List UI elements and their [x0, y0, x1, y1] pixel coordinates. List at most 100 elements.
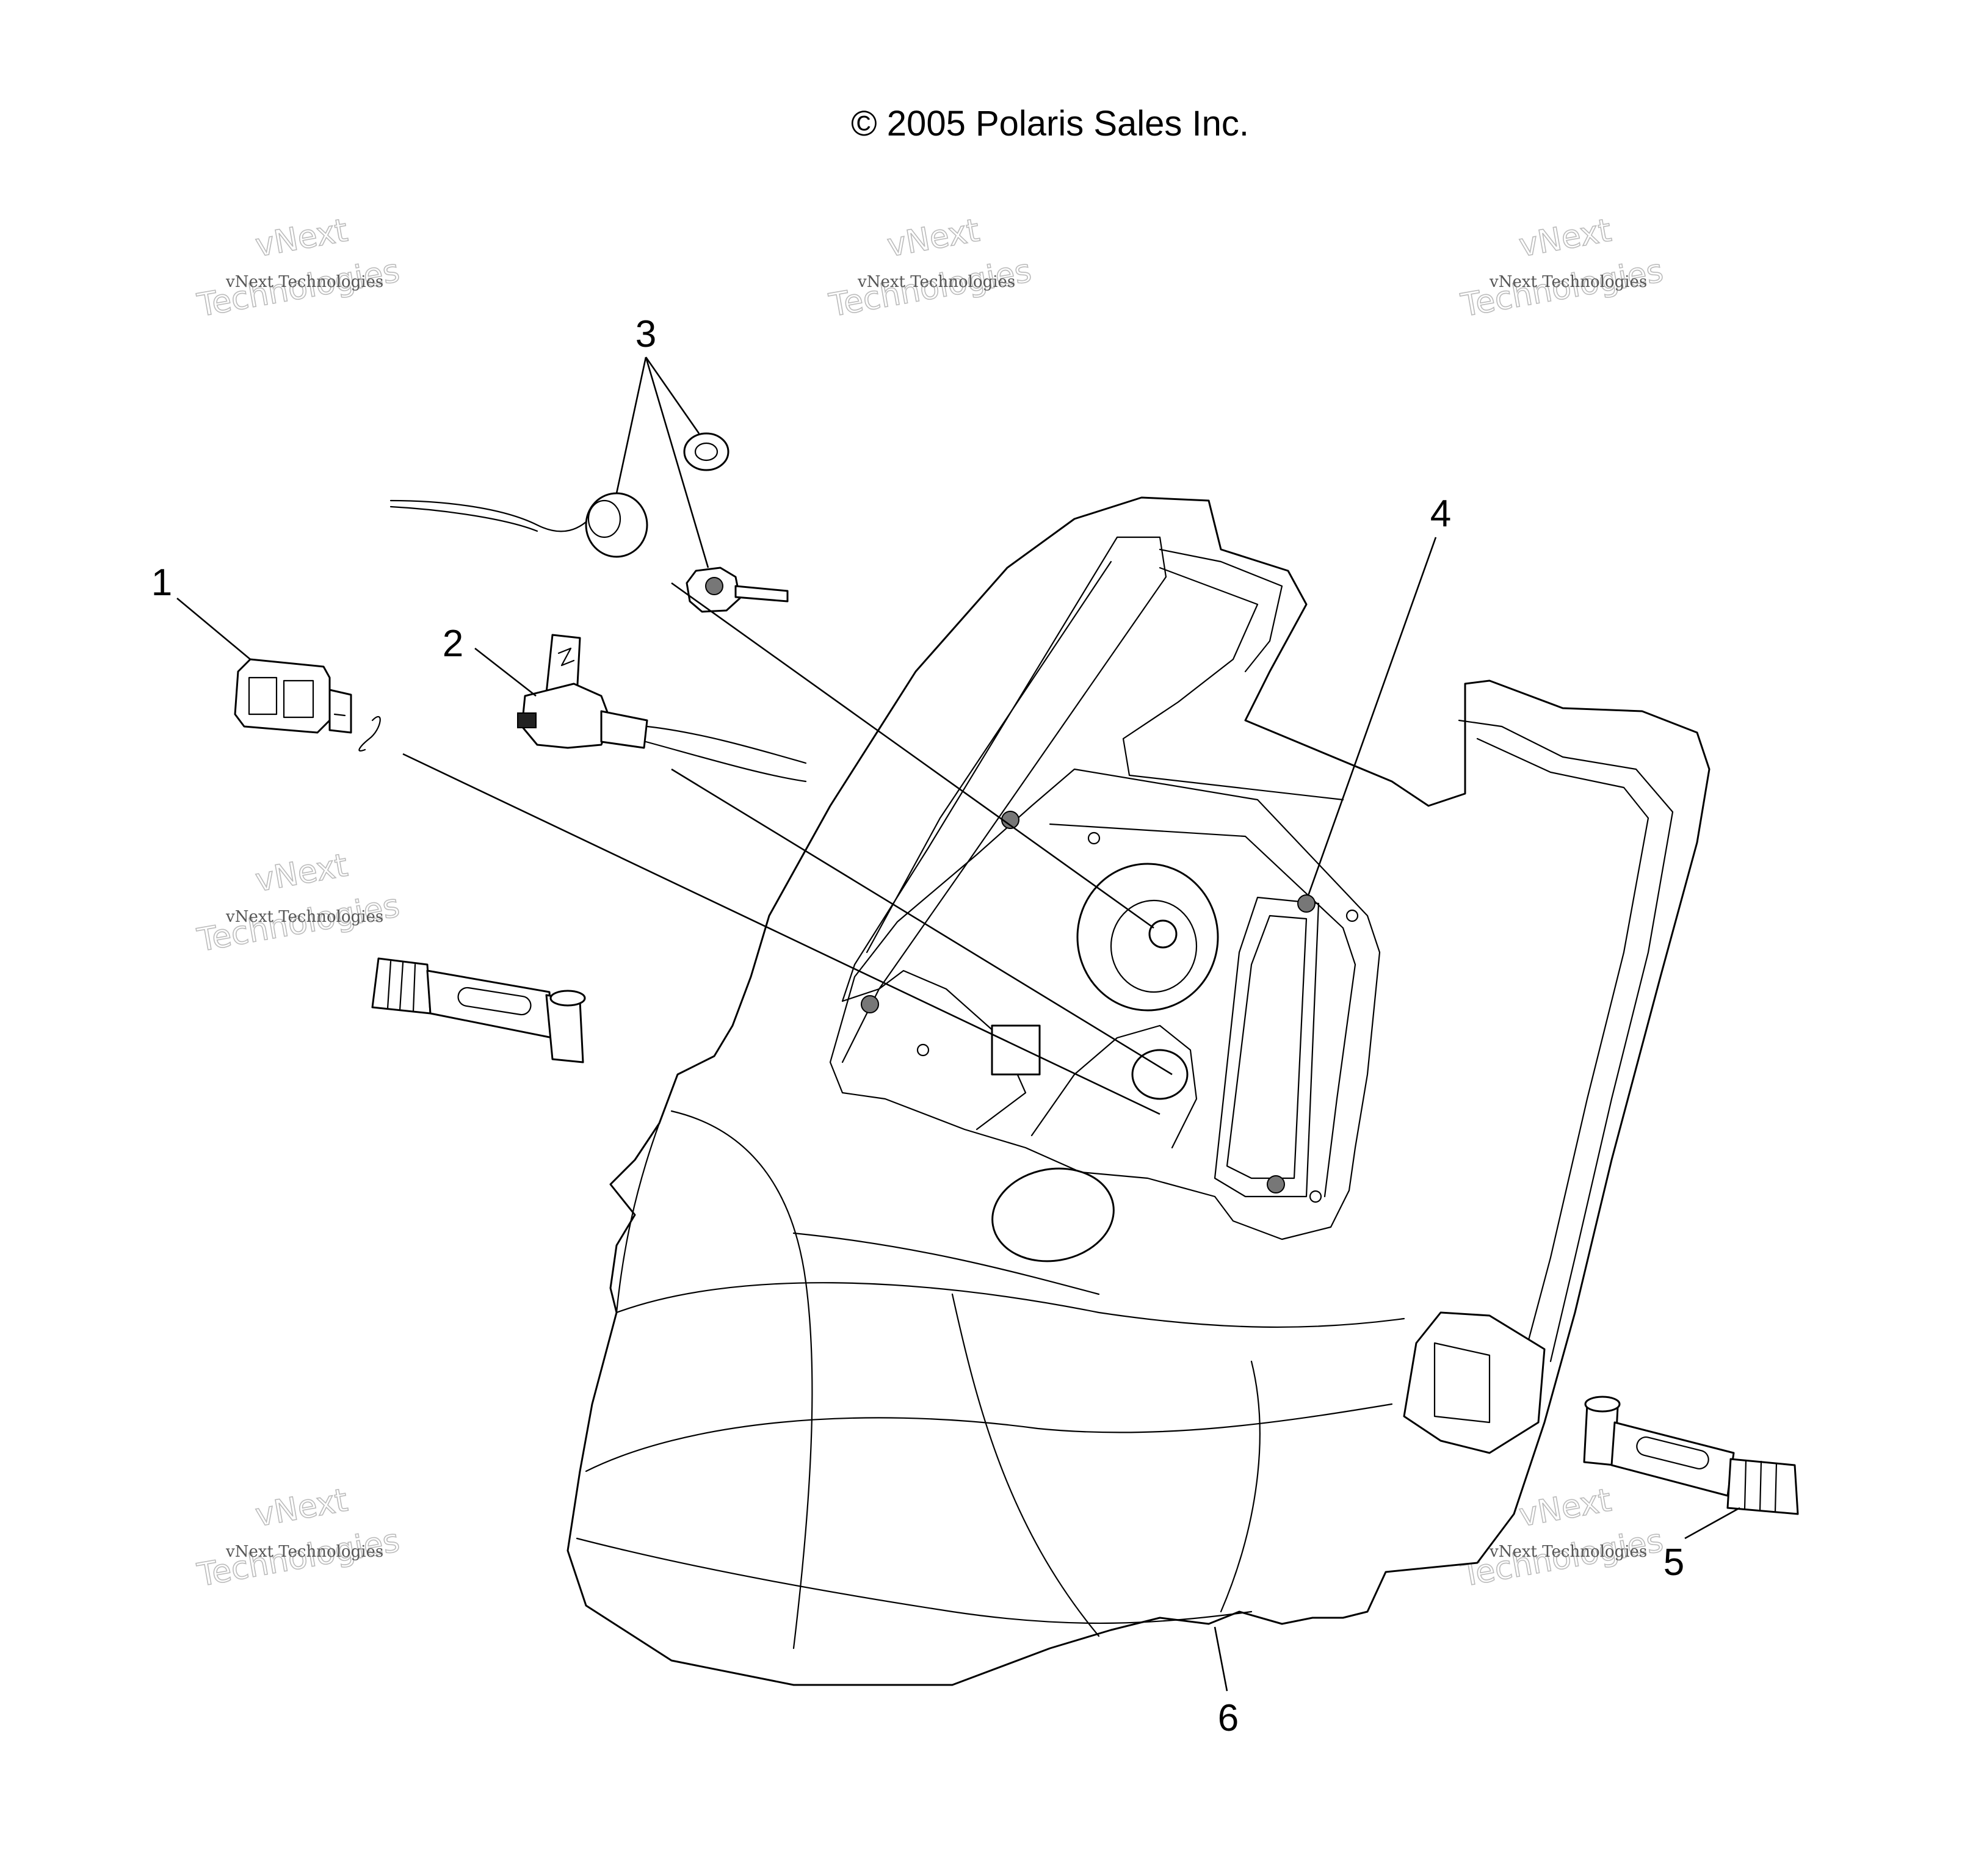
- strap-grip-rib: [1759, 1460, 1762, 1512]
- panel-top-tab: [1159, 548, 1283, 673]
- fitting-wire-2: [389, 505, 538, 532]
- strap-slot: [457, 987, 532, 1016]
- callout-6: 6: [1218, 1697, 1239, 1739]
- panel-part-6: [567, 496, 1711, 1686]
- panel-strap-bracket-slot: [1433, 1342, 1491, 1424]
- watermark-text: vNext Technologies: [225, 1543, 383, 1561]
- watermark: vNext Technologies vNext Technologies: [194, 212, 403, 325]
- panel-contour-3: [615, 1282, 1405, 1328]
- socket-wire-2: [645, 741, 807, 783]
- watermark-text: vNext Technologies: [225, 273, 383, 291]
- fitting-washer-hole: [694, 442, 719, 462]
- watermark-text: vNext Technologies: [1489, 273, 1647, 291]
- fitting-wire: [389, 499, 596, 532]
- socket-latch: [517, 712, 537, 728]
- panel-screw: [1267, 1175, 1285, 1193]
- watermark-vnext: vNext: [253, 847, 350, 899]
- panel-label-area: [991, 1024, 1041, 1076]
- panel-screw: [1297, 894, 1316, 913]
- strap-grip-rib: [412, 963, 416, 1013]
- panel-strap-bracket: [1403, 1311, 1546, 1454]
- panel-raised-rectangle-inner: [1226, 914, 1308, 1179]
- fitting-stem: [734, 585, 789, 603]
- leader-6: [1214, 1626, 1228, 1692]
- strap-grip: [1726, 1458, 1799, 1515]
- fitting-grommet-inner: [587, 499, 621, 538]
- assembly-line-switch: [402, 753, 1160, 1115]
- leader-5: [1684, 1507, 1740, 1540]
- panel-contour-8: [615, 1122, 661, 1314]
- fitting-washer: [683, 432, 729, 471]
- panel-contour-5: [792, 1232, 1100, 1295]
- panel-right-rail-inner: [1476, 737, 1649, 1350]
- leader-1: [176, 598, 251, 660]
- panel-small-hole: [1345, 909, 1359, 922]
- panel-small-hole: [916, 1043, 930, 1057]
- panel-screw: [861, 995, 879, 1013]
- panel-raised-rectangle: [1214, 896, 1320, 1198]
- panel-small-hole: [1087, 831, 1101, 845]
- callout-leaders: [176, 357, 1740, 1692]
- panel-round-recess: [1076, 863, 1219, 1012]
- strap-band: [1610, 1421, 1735, 1497]
- panel-right-rail: [1458, 719, 1674, 1363]
- strap-slot: [1636, 1436, 1709, 1469]
- fitting-grommet: [585, 492, 648, 558]
- panel-small-hole: [1309, 1190, 1322, 1203]
- switch-button-right: [283, 679, 314, 719]
- leader-2: [474, 647, 537, 697]
- socket-tab-mark: [557, 647, 575, 667]
- watermark: vNext Technologies vNext Technologies: [194, 1482, 403, 1595]
- switch-button-left: [248, 676, 278, 715]
- callout-5: 5: [1663, 1541, 1684, 1584]
- panel-contour-2: [576, 1537, 1253, 1624]
- callout-1: 1: [151, 562, 172, 604]
- panel-top-tab-inner: [1122, 567, 1344, 801]
- watermark-text: vNext Technologies: [1489, 1543, 1647, 1561]
- switch-terminal-pin: [333, 713, 346, 717]
- panel-contour-7: [1220, 1360, 1261, 1613]
- watermark-vnext: vNext: [1516, 1482, 1614, 1534]
- assembly-lines: [402, 582, 1173, 1115]
- strap-grip-rib: [1743, 1459, 1747, 1510]
- socket-wire-1: [646, 725, 807, 764]
- socket-body: [521, 683, 612, 749]
- watermark-vnext: vNext: [253, 212, 350, 264]
- fitting-nut-center: [705, 577, 723, 595]
- leader-3b: [645, 357, 700, 434]
- watermark-text: vNext Technologies: [225, 908, 383, 926]
- socket-part-2: [517, 634, 807, 783]
- panel-round-hole: [1148, 919, 1178, 949]
- panel-inner-recess: [829, 768, 1381, 1240]
- panel-round-recess-inner: [1110, 899, 1198, 993]
- strap-part-5-right: [1583, 1396, 1799, 1515]
- watermark: vNext Technologies vNext Technologies: [1458, 212, 1667, 325]
- watermark-vnext: vNext: [253, 1482, 350, 1534]
- switch-retaining-clip: [358, 715, 381, 751]
- watermark-vnext: vNext: [1516, 212, 1614, 264]
- leader-3a: [615, 357, 647, 494]
- panel-lower-bracket-2: [1030, 1024, 1198, 1149]
- assembly-line-fitting: [671, 582, 1154, 929]
- leader-3c: [645, 357, 709, 568]
- socket-lead-sleeve: [600, 710, 648, 749]
- switch-part-1: [234, 658, 381, 751]
- strap-grip-rib: [386, 960, 392, 1010]
- watermark: vNext Technologies vNext Technologies: [194, 847, 403, 960]
- strap-pin-top: [1584, 1396, 1621, 1413]
- switch-terminals: [328, 689, 352, 734]
- callout-2: 2: [443, 623, 463, 665]
- callout-3: 3: [635, 313, 656, 355]
- panel-left-rail-edge: [866, 560, 1112, 954]
- panel-bracket-hole: [1131, 1049, 1189, 1100]
- strap-part-5-left: [371, 957, 586, 1063]
- panel-inner-ledge: [1049, 823, 1356, 1198]
- panel-contour-1: [585, 1403, 1393, 1472]
- leader-4: [1307, 537, 1437, 896]
- strap-pin-top: [549, 990, 586, 1007]
- strap-band: [426, 969, 554, 1039]
- callout-4: 4: [1430, 493, 1451, 535]
- strap-grip-rib: [399, 962, 404, 1012]
- watermark-text: vNext Technologies: [857, 273, 1015, 291]
